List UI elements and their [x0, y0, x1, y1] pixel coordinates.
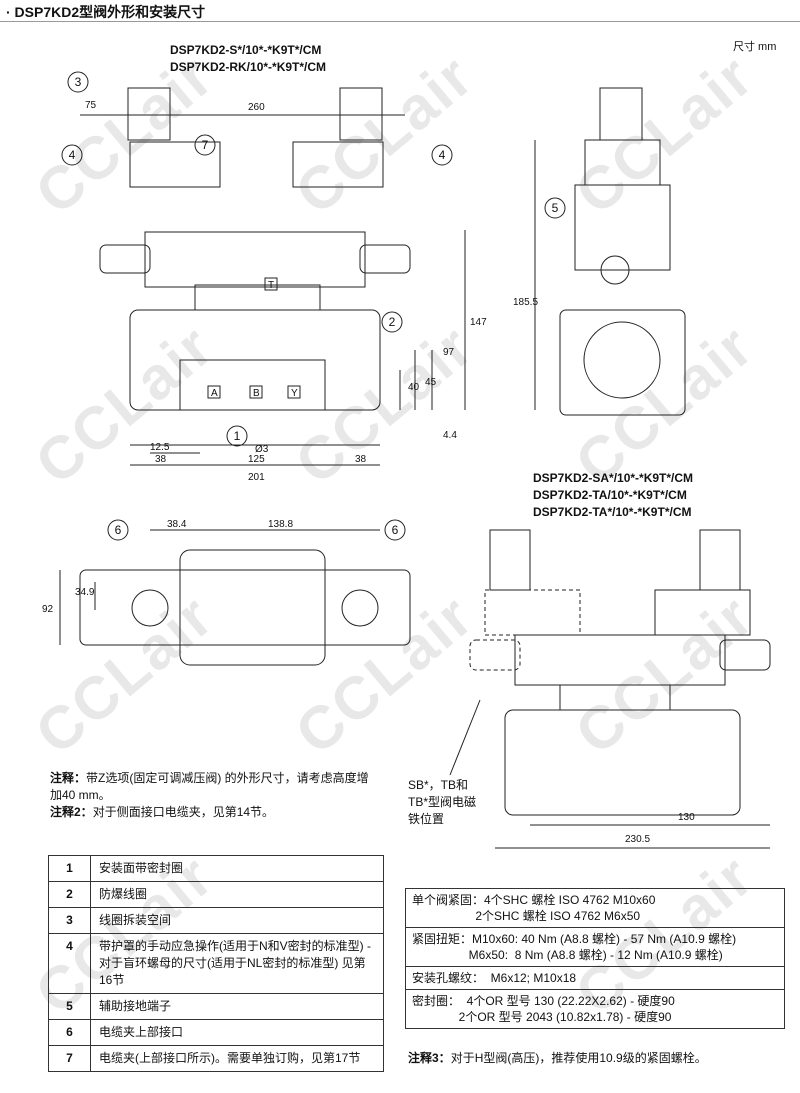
port-label: B: [253, 388, 260, 399]
unit-label: 尺寸 mm: [733, 41, 777, 53]
dim-label: 40: [408, 382, 420, 393]
model-name: DSP7KD2-TA/10*-*K9T*/CM: [533, 488, 687, 502]
dim-label: 38.4: [167, 519, 187, 530]
page-title: · DSP7KD2型阀外形和安装尺寸: [0, 0, 800, 22]
cable-gland-left: [127, 87, 171, 141]
note-line: TB*型阀电磁: [408, 795, 477, 809]
model-name: DSP7KD2-S*/10*-*K9T*/CM: [170, 43, 322, 57]
port-label: T: [268, 280, 274, 291]
dim-label: 97: [443, 347, 455, 358]
view3-models: DSP7KD2-SA*/10*-*K9T*/CM DSP7KD2-TA/10*-…: [533, 470, 693, 521]
note-line: SB*，TB和: [408, 778, 469, 792]
callout-6: 6: [392, 523, 399, 537]
dim-label: 125: [248, 454, 265, 465]
solenoid-position-note: SB*，TB和 TB*型阀电磁 铁位置: [408, 777, 476, 828]
note-text: 对于侧面接口电缆夹，见第14节。: [92, 805, 275, 819]
dim-label: 201: [248, 472, 265, 483]
dim-label: 138.8: [268, 519, 293, 530]
dim-label: 75: [85, 100, 97, 111]
callout-5: 5: [552, 201, 559, 215]
notes: 注释：带Z选项(固定可调减压阀) 的外形尺寸，请考虑高度增加40 mm。 注释2…: [50, 770, 380, 821]
note-label: 注释3：: [408, 1051, 451, 1065]
callout-4: 4: [69, 148, 76, 162]
dim-label: 147: [470, 317, 487, 328]
model-name: DSP7KD2-SA*/10*-*K9T*/CM: [533, 471, 694, 485]
dim-label: Ø3: [255, 444, 269, 455]
spec-row: 安装孔螺纹： M6x12; M10x18: [406, 967, 784, 990]
cable-gland-right: [339, 87, 383, 141]
callout-3: 3: [75, 75, 82, 89]
dim-label: 4.4: [443, 430, 457, 441]
spec-row: 紧固扭矩：M10x60: 40 Nm (A8.8 螺栓) - 57 Nm (A1…: [406, 928, 784, 967]
callouts: 3 7 4 4 5 2 1: [61, 71, 566, 447]
note-label: 注释2：: [50, 805, 93, 819]
dim-label: 185.5: [513, 297, 538, 308]
dim-label: 38: [355, 454, 367, 465]
spec-row: 单个阀紧固：4个SHC 螺栓 ISO 4762 M10x60 2个SHC 螺栓 …: [406, 889, 784, 928]
callout-1: 1: [234, 429, 241, 443]
note-line: 铁位置: [408, 812, 445, 826]
note-3: 注释3：对于H型阀(高压)，推荐使用10.9级的紧固螺栓。: [408, 1050, 707, 1067]
model-name: DSP7KD2-RK/10*-*K9T*/CM: [170, 60, 327, 74]
dim-label: 260: [248, 102, 265, 113]
callout-2: 2: [389, 315, 396, 329]
dim-label: 92: [42, 604, 54, 615]
callout-4: 4: [439, 148, 446, 162]
view1-models: DSP7KD2-S*/10*-*K9T*/CM DSP7KD2-RK/10*-*…: [170, 42, 326, 76]
note-text: 带Z选项(固定可调减压阀) 的外形尺寸，请考虑高度增加40 mm。: [50, 771, 369, 802]
note-text: 对于H型阀(高压)，推荐使用10.9级的紧固螺栓。: [450, 1051, 707, 1065]
callout-6: 6: [115, 523, 122, 537]
dim-label: 38: [155, 454, 167, 465]
model-name: DSP7KD2-TA*/10*-*K9T*/CM: [533, 505, 692, 519]
spec-row: 密封圈： 4个OR 型号 130 (22.22X2.62) - 硬度90 2个O…: [412, 994, 675, 1024]
dim-label: 45: [425, 377, 437, 388]
dim-label: 230.5: [625, 834, 650, 845]
specs-table: 单个阀紧固：4个SHC 螺栓 ISO 4762 M10x60 2个SHC 螺栓 …: [405, 888, 785, 1029]
top-view-drawing: 6 6 38.4 138.8 34.9 92: [42, 519, 411, 666]
dim-label: 34.9: [75, 587, 95, 598]
coil-box-left: [129, 141, 221, 188]
dim-label: 130: [678, 812, 695, 823]
dim-label: 12.5: [150, 442, 170, 453]
coil-box-right: [292, 141, 384, 188]
port-label: A: [211, 388, 218, 399]
view3-drawing: 130 230.5: [449, 529, 771, 849]
front-side-view-drawing: 75 260 147 97 40 45 4.4 12.5 Ø3 38 125 3…: [61, 71, 686, 483]
callout-7: 7: [202, 138, 209, 152]
note-label: 注释：: [50, 771, 87, 785]
port-label: Y: [291, 388, 298, 399]
